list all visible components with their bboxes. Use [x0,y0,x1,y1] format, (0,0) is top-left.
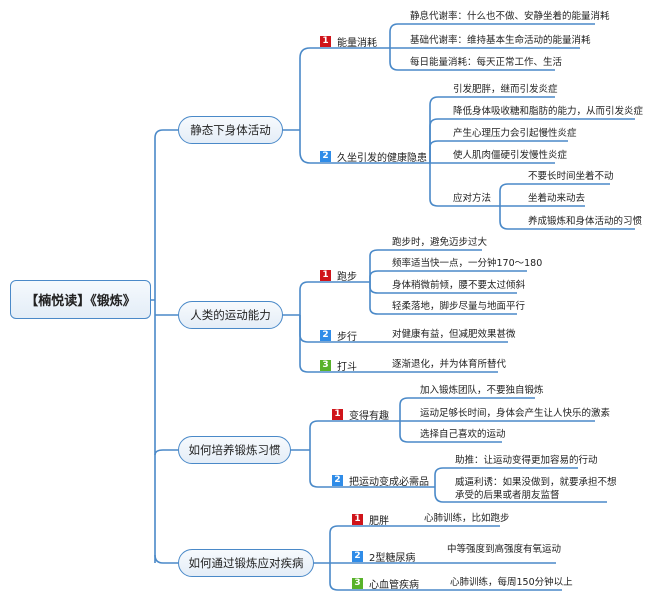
leaf-item[interactable]: 心肺训练，比如跑步 [424,513,510,524]
subtopic-fighting[interactable]: 3 打斗 [320,358,357,373]
subtopic-make-fun[interactable]: 1 变得有趣 [332,407,389,422]
subtopic-label: 久坐引发的健康隐患 [337,153,427,164]
subtopic-coping[interactable]: 应对方法 [453,193,492,204]
leaf-item[interactable]: 轻柔落地，脚步尽量与地面平行 [392,301,526,312]
leaf-item[interactable]: 承受的后果或者朋友监督 [455,490,560,501]
priority-1-icon: 1 [332,409,343,420]
leaf-item[interactable]: 引发肥胖，继而引发炎症 [453,84,558,95]
branch-build-habit[interactable]: 如何培养锻炼习惯 [178,436,291,464]
subtopic-label: 把运动变成必需品 [349,477,429,488]
leaf-item[interactable]: 产生心理压力会引起慢性炎症 [453,128,577,139]
leaf-item[interactable]: 使人肌肉僵硬引发慢性炎症 [453,150,568,161]
leaf-item[interactable]: 逐渐退化，并为体育所替代 [392,359,507,370]
subtopic-sedentary[interactable]: 2 久坐引发的健康隐患 [320,149,427,164]
subtopic-walking[interactable]: 2 步行 [320,328,357,343]
leaf-item[interactable]: 选择自己喜欢的运动 [420,429,506,440]
leaf-item[interactable]: 坐着动来动去 [528,193,586,204]
subtopic-label: 心血管疾病 [369,580,419,591]
subtopic-obesity[interactable]: 1 肥胖 [352,512,389,527]
leaf-item[interactable]: 基础代谢率：维持基本生命活动的能量消耗 [410,35,591,46]
subtopic-label: 跑步 [337,272,357,283]
leaf-item[interactable]: 跑步时，避免迈步过大 [392,237,488,248]
root-node[interactable]: 【楠悦读】《锻炼》 [10,280,151,319]
branch-fight-disease[interactable]: 如何通过锻炼应对疾病 [178,549,314,577]
leaf-item[interactable]: 运动足够长时间，身体会产生让人快乐的激素 [420,408,611,419]
connector-branch-1 [154,129,178,139]
priority-2-icon: 2 [332,475,343,486]
priority-1-icon: 1 [320,270,331,281]
leaf-item[interactable]: 心肺训练，每周150分钟以上 [450,577,573,588]
leaf-item[interactable]: 养成锻炼和身体活动的习惯 [528,216,643,227]
subtopic-label: 肥胖 [369,516,389,527]
subtopic-energy[interactable]: 1 能量消耗 [320,34,377,49]
leaf-item[interactable]: 助推：让运动变得更加容易的行动 [455,455,598,466]
root-label: 【楠悦读】《锻炼》 [25,294,136,309]
priority-2-icon: 2 [320,151,331,162]
branch-label: 如何通过锻炼应对疾病 [188,556,304,570]
leaf-item[interactable]: 静息代谢率：什么也不做、安静坐着的能量消耗 [410,11,610,22]
connector-root-trunk [151,138,156,563]
branch-label: 人类的运动能力 [190,308,271,322]
priority-3-icon: 3 [320,360,331,371]
priority-3-icon: 3 [352,578,363,589]
priority-1-icon: 1 [320,36,331,47]
subtopic-label: 打斗 [337,362,357,373]
subtopic-label: 能量消耗 [337,38,377,49]
leaf-item[interactable]: 频率适当快一点，一分钟170～180 [392,258,543,269]
leaf-item[interactable]: 中等强度到高强度有氧运动 [447,544,562,555]
priority-1-icon: 1 [352,514,363,525]
subtopic-cardiovascular[interactable]: 3 心血管疾病 [352,576,419,591]
subtopic-label: 步行 [337,332,357,343]
branch-static-activity[interactable]: 静态下身体活动 [178,116,283,144]
branch-label: 静态下身体活动 [190,123,271,137]
subtopic-diabetes[interactable]: 2 2型糖尿病 [352,549,415,564]
connector-branch-4 [154,554,178,564]
connector-branch-3 [154,449,178,456]
leaf-item[interactable]: 不要长时间坐着不动 [528,171,614,182]
leaf-item[interactable]: 降低身体吸收糖和脂肪的能力，从而引发炎症 [453,106,644,117]
leaf-item[interactable]: 威逼利诱：如果没做到，就要承担不想 [455,477,617,488]
subtopic-necessity[interactable]: 2 把运动变成必需品 [332,473,429,488]
priority-2-icon: 2 [352,551,363,562]
leaf-item[interactable]: 每日能量消耗：每天正常工作、生活 [410,57,563,68]
subtopic-label: 2型糖尿病 [369,553,416,564]
leaf-item[interactable]: 身体稍微前倾，腰不要太过倾斜 [392,280,526,291]
subtopic-running[interactable]: 1 跑步 [320,268,357,283]
priority-2-icon: 2 [320,330,331,341]
subtopic-label: 变得有趣 [349,411,389,422]
branch-label: 如何培养锻炼习惯 [188,443,281,457]
branch-human-motion[interactable]: 人类的运动能力 [178,301,283,329]
leaf-item[interactable]: 对健康有益，但减肥效果甚微 [392,329,516,340]
leaf-item[interactable]: 加入锻炼团队，不要独自锻炼 [420,385,544,396]
